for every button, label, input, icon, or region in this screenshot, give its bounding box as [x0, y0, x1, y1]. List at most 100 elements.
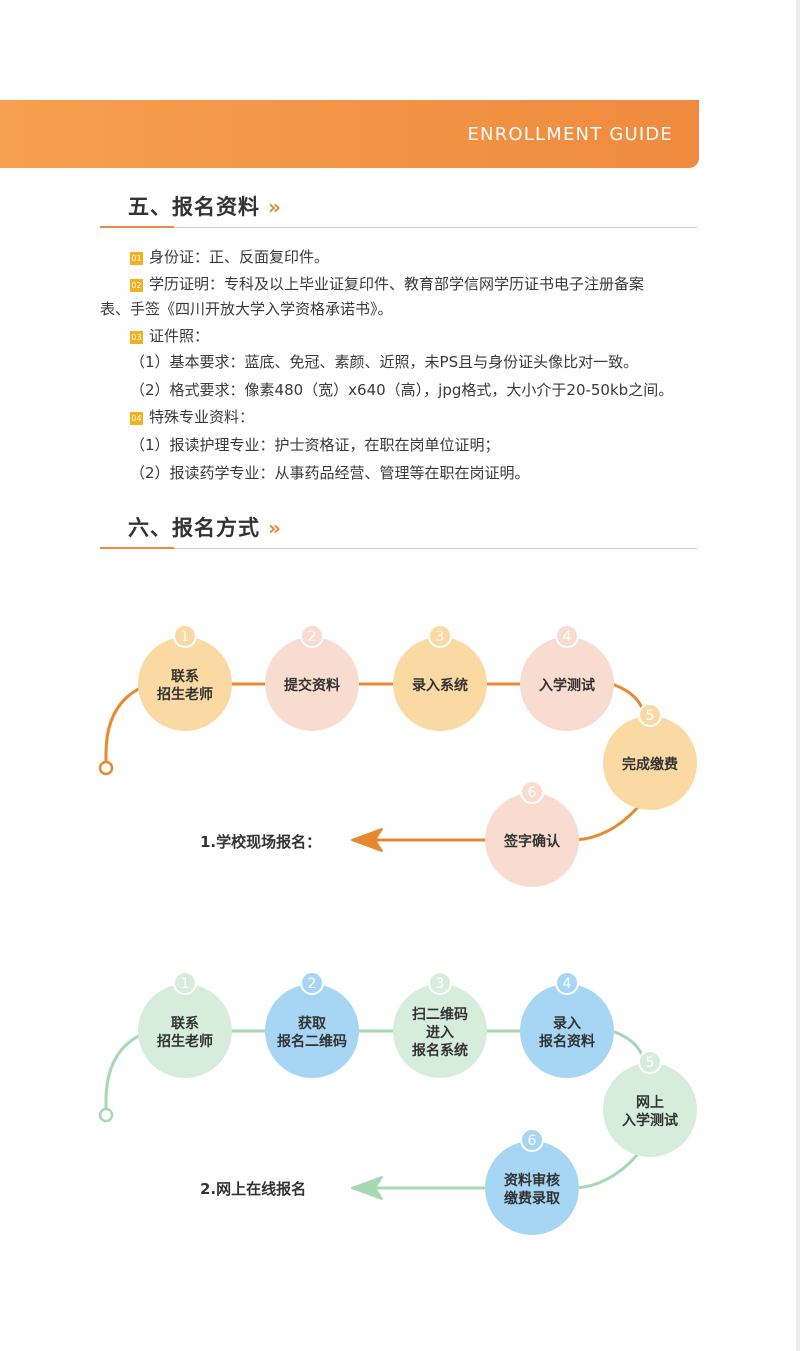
arrow-left-icon — [351, 1176, 383, 1200]
flow2-step-number-bubble — [173, 971, 197, 995]
section6-divider — [100, 547, 697, 549]
flow1-step-number-bubble — [638, 703, 662, 727]
list-item: 02 学历证明：专科及以上毕业证复印件、教育部学信网学历证书电子注册备案 — [130, 273, 644, 294]
flow1-step-number: 2 — [308, 629, 317, 645]
flow1-step-number-bubble — [300, 624, 324, 648]
flow1-step-number-bubble — [555, 624, 579, 648]
flow1-step-label: 录入系统 — [393, 677, 487, 695]
flow2-step-number-bubble — [300, 971, 324, 995]
step-label-line: 完成缴费 — [622, 757, 678, 773]
flow1-step-number-bubble — [520, 780, 544, 804]
flow1-step-number: 6 — [528, 785, 537, 801]
step-label-line: 联系 — [171, 1016, 199, 1032]
step-label-line: 入学测试 — [539, 678, 595, 694]
flow1-step-number: 1 — [181, 629, 190, 645]
flow2-step-number-bubble — [520, 1128, 544, 1152]
list-item: 04 特殊专业资料： — [130, 406, 254, 427]
flow2-step-circle — [520, 984, 614, 1078]
list-item-text: 证件照： — [149, 327, 210, 345]
chevron-right-icon: » — [268, 516, 282, 540]
flow2-start-dot — [98, 1107, 114, 1123]
number-badge: 01 — [130, 252, 143, 265]
flow2-step-label: 资料审核缴费录取 — [485, 1172, 579, 1208]
flow1-start-dot — [98, 760, 114, 776]
list-subitem: （2）报读药学专业：从事药品经营、管理等在职在岗证明。 — [130, 464, 530, 482]
list-item: 01 身份证：正、反面复印件。 — [130, 246, 329, 267]
step-label-line: 资料审核 — [504, 1173, 560, 1189]
flow2-step-number: 6 — [528, 1133, 537, 1149]
flow1-step-circle — [393, 637, 487, 731]
section5-title: 五、报名资料 » — [128, 191, 282, 221]
flow2-step-circle — [265, 984, 359, 1078]
flow1-step-number: 4 — [563, 629, 572, 645]
flow2-step-number: 5 — [646, 1055, 655, 1071]
flow1-label: 1.学校现场报名： — [200, 833, 322, 851]
flow1-step-circle — [138, 637, 232, 731]
list-item: 03 证件照： — [130, 325, 209, 346]
list-subitem: （1）基本要求：蓝底、免冠、素颜、近照，未PS且与身份证头像比对一致。 — [130, 353, 639, 371]
flow1-step-number-bubble — [428, 624, 452, 648]
flow2-step-label: 网上入学测试 — [603, 1094, 697, 1130]
step-label-line: 联系 — [171, 669, 199, 685]
flow2-step-number: 3 — [436, 976, 445, 992]
flow2-step-circle — [485, 1141, 579, 1235]
chevron-right-icon: » — [268, 195, 282, 219]
flow1-step-number: 3 — [436, 629, 445, 645]
flow1-step-label: 提交资料 — [265, 677, 359, 695]
flow2-step-number-bubble — [428, 971, 452, 995]
flow1-step-number-bubble — [173, 624, 197, 648]
number-badge: 04 — [130, 412, 143, 425]
flow2-step-number-bubble — [555, 971, 579, 995]
banner-title: ENROLLMENT GUIDE — [467, 124, 673, 145]
step-label-line: 提交资料 — [284, 678, 340, 694]
flow1-step-circle — [485, 793, 579, 887]
step-label-line: 报名二维码 — [277, 1034, 347, 1050]
flow2-step-number-bubble — [638, 1050, 662, 1074]
flow1-step-label: 入学测试 — [520, 677, 614, 695]
section6-title: 六、报名方式 » — [128, 512, 282, 542]
step-label-line: 扫二维码 — [412, 1007, 468, 1023]
step-label-line: 报名系统 — [412, 1043, 468, 1059]
flow2-label: 2.网上在线报名 — [200, 1180, 307, 1198]
flow2-step-circle — [393, 984, 487, 1078]
list-item-text: 身份证：正、反面复印件。 — [149, 248, 330, 266]
flow2-step-label: 录入报名资料 — [520, 1015, 614, 1051]
flow2-step-circle — [138, 984, 232, 1078]
flow2-step-number: 2 — [308, 976, 317, 992]
flow2-step-label: 扫二维码进入报名系统 — [393, 1006, 487, 1060]
step-label-line: 招生老师 — [157, 1034, 213, 1050]
step-label-line: 签字确认 — [504, 834, 560, 850]
flow2-step-number: 1 — [181, 976, 190, 992]
header-banner: ENROLLMENT GUIDE — [0, 100, 699, 168]
step-label-line: 招生老师 — [157, 687, 213, 703]
flow1-step-label: 完成缴费 — [603, 756, 697, 774]
flow1-step-label: 签字确认 — [485, 833, 579, 851]
flow1-step-circle — [265, 637, 359, 731]
page-edge — [796, 0, 800, 1351]
section5-divider — [100, 226, 697, 228]
flow1-step-label: 联系招生老师 — [138, 668, 232, 704]
list-item-text: 学历证明：专科及以上毕业证复印件、教育部学信网学历证书电子注册备案 — [149, 275, 645, 293]
list-item-text: 特殊专业资料： — [149, 408, 255, 426]
section6-title-text: 六、报名方式 — [128, 516, 260, 540]
step-label-line: 获取 — [298, 1016, 326, 1032]
flow2-step-label: 联系招生老师 — [138, 1015, 232, 1051]
flow2-step-number: 4 — [563, 976, 572, 992]
flow1-step-circle — [520, 637, 614, 731]
section5-title-text: 五、报名资料 — [128, 195, 260, 219]
step-label-line: 入学测试 — [622, 1113, 678, 1129]
list-subitem: （2）格式要求：像素480（宽）x640（高），jpg格式，大小介于20-50k… — [130, 381, 674, 399]
flow1-step-circle — [603, 716, 697, 810]
number-badge: 03 — [130, 331, 143, 344]
flow1-step-number: 5 — [646, 708, 655, 724]
list-subitem: （1）报读护理专业：护士资格证，在职在岗单位证明； — [130, 436, 500, 454]
flow2-step-label: 获取报名二维码 — [265, 1015, 359, 1051]
step-label-line: 进入 — [426, 1025, 454, 1041]
arrow-left-icon — [351, 828, 383, 852]
step-label-line: 录入系统 — [412, 678, 468, 694]
step-label-line: 缴费录取 — [504, 1191, 560, 1207]
list-item-continued: 表、手签《四川开放大学入学资格承诺书》。 — [100, 300, 393, 318]
number-badge: 02 — [130, 279, 143, 292]
flow2-step-circle — [603, 1063, 697, 1157]
